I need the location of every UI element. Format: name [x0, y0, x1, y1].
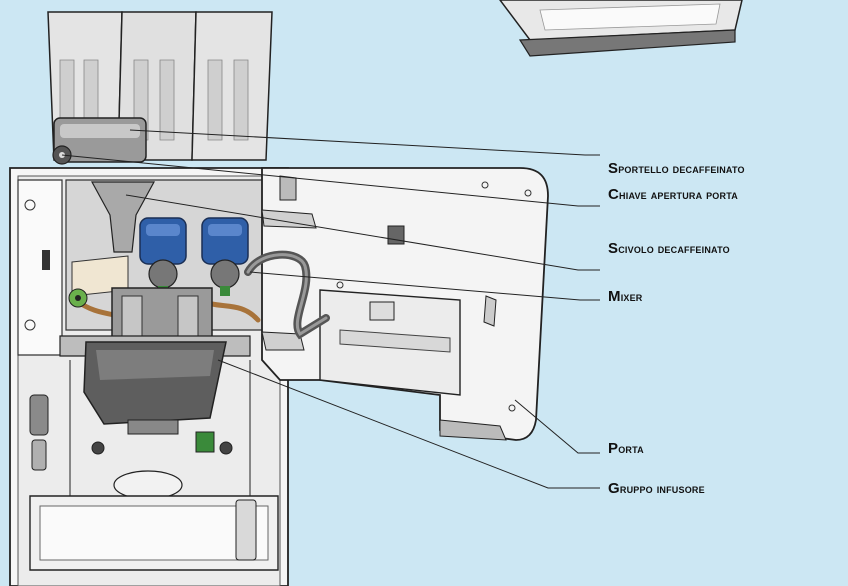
callout-gruppo: Gruppo infusore — [608, 480, 705, 497]
decaf-flap — [52, 117, 147, 165]
door-panel — [244, 167, 549, 441]
tray-part — [499, 0, 743, 57]
lower-cabinet — [29, 360, 279, 571]
leader-line-scivolo — [125, 194, 600, 271]
leader-line-chiave — [61, 154, 600, 207]
callout-mixer: Mixer — [608, 288, 643, 305]
leader-line-sportello — [129, 129, 600, 156]
leader-lines — [61, 129, 600, 489]
leader-line-gruppo — [217, 359, 600, 489]
callout-sportello: Sportello decaffeinato — [608, 160, 745, 177]
callout-chiave: Chiave apertura porta — [608, 186, 738, 203]
green-gear — [68, 288, 88, 308]
brewer-unit — [59, 287, 251, 435]
leader-line-porta — [514, 399, 600, 454]
leader-line-mixer — [249, 271, 600, 301]
callout-porta: Porta — [608, 440, 644, 457]
mixer-motors — [139, 217, 249, 296]
callout-scivolo: Scivolo decaffeinato — [608, 240, 730, 257]
